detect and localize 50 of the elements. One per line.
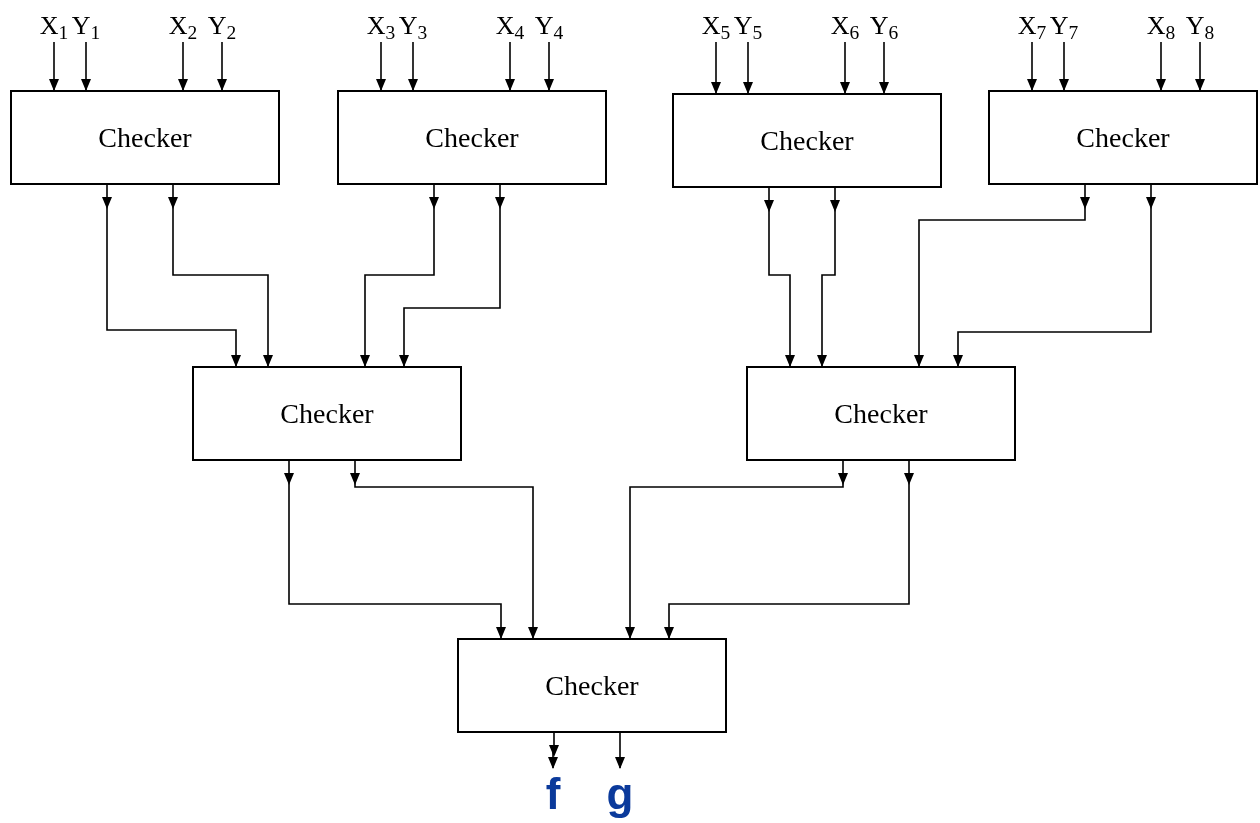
output-label: g [600, 768, 640, 820]
arrow [1195, 41, 1205, 91]
checker-box: Checker [10, 90, 280, 185]
checker-box: Checker [746, 366, 1016, 461]
arrow [840, 41, 850, 94]
arrow [664, 460, 914, 639]
arrow [217, 41, 227, 91]
arrow [505, 41, 515, 91]
arrow [625, 460, 848, 639]
input-label: Y$_{4}$ [529, 10, 569, 42]
input-label: X$_{3}$ [361, 10, 401, 42]
input-label: X$_{2}$ [163, 10, 203, 42]
input-label: X$_{5}$ [696, 10, 736, 42]
input-label: Y$_{2}$ [202, 10, 242, 42]
checker-box: Checker [337, 90, 607, 185]
arrow [408, 41, 418, 91]
arrow [817, 187, 840, 367]
arrow [376, 41, 386, 91]
arrow [102, 184, 241, 367]
arrow [548, 732, 559, 769]
arrow [49, 41, 59, 91]
arrow [743, 41, 753, 94]
arrow [615, 732, 625, 769]
checker-box: Checker [457, 638, 727, 733]
arrow [178, 41, 188, 91]
arrow [953, 184, 1156, 367]
arrow [350, 460, 538, 639]
arrow [711, 41, 721, 94]
input-label: X$_{7}$ [1012, 10, 1052, 42]
input-label: X$_{6}$ [825, 10, 865, 42]
arrow [879, 41, 889, 94]
arrow [399, 184, 505, 367]
arrow [764, 187, 795, 367]
arrow [284, 460, 506, 639]
arrow [1059, 41, 1069, 91]
arrow [914, 184, 1090, 367]
arrow [1027, 41, 1037, 91]
arrow [544, 41, 554, 91]
input-label: Y$_{8}$ [1180, 10, 1220, 42]
output-label: f [533, 768, 573, 820]
input-label: X$_{8}$ [1141, 10, 1181, 42]
arrow [81, 41, 91, 91]
arrow [1156, 41, 1166, 91]
input-label: X$_{4}$ [490, 10, 530, 42]
checker-box: Checker [988, 90, 1258, 185]
arrow [168, 184, 273, 367]
input-label: Y$_{6}$ [864, 10, 904, 42]
checker-box: Checker [672, 93, 942, 188]
arrow [360, 184, 439, 367]
checker-box: Checker [192, 366, 462, 461]
